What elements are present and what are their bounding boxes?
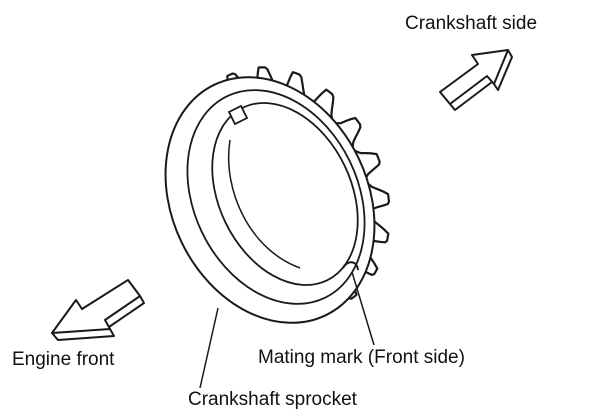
crankshaft-side-arrow bbox=[439, 49, 509, 105]
crankshaft-side-label: Crankshaft side bbox=[405, 13, 538, 34]
engine-front-label: Engine front bbox=[12, 349, 115, 370]
crankshaft-sprocket-label: Crankshaft sprocket bbox=[188, 389, 357, 410]
mating-mark-leader bbox=[351, 271, 375, 346]
sprocket-bore bbox=[211, 102, 359, 286]
sprocket-bore-depth bbox=[227, 139, 301, 269]
mating-mark-label: Mating mark (Front side) bbox=[258, 347, 465, 368]
engine-front-arrow bbox=[51, 279, 141, 334]
crankshaft-side-arrow-shadow bbox=[449, 49, 513, 111]
crankshaft-sprocket-leader bbox=[199, 307, 219, 389]
engine-front-arrow-shadow bbox=[51, 295, 145, 341]
keyway-notch bbox=[227, 104, 249, 126]
mating-mark-notch bbox=[342, 261, 359, 271]
